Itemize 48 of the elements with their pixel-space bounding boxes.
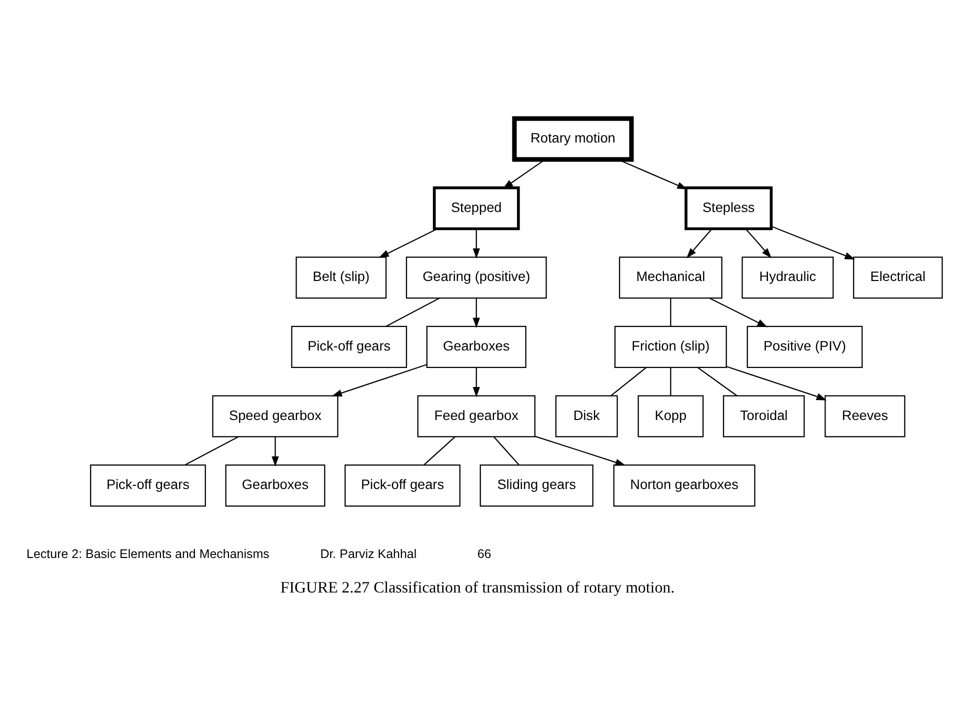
- node-box: Disk: [555, 395, 618, 438]
- connector: [610, 367, 647, 396]
- node-box: Positive (PIV): [746, 326, 863, 368]
- node-box: Electrical: [853, 256, 943, 299]
- node-box: Norton gearboxes: [613, 464, 756, 507]
- node-box: Gearing (positive): [406, 256, 547, 299]
- arrow: [771, 226, 856, 260]
- arrow: [535, 436, 626, 466]
- arrow: [472, 228, 480, 259]
- node-box: Pick-off gears: [90, 464, 206, 507]
- connector: [184, 436, 239, 466]
- node-box: Stepless: [684, 186, 773, 230]
- node-box: Belt (slip): [296, 256, 387, 299]
- arrow: [709, 298, 768, 328]
- node-box: Speed gearbox: [212, 395, 338, 438]
- node-box: Kopp: [638, 395, 704, 438]
- arrow: [686, 228, 712, 258]
- node-box: Pick-off gears: [344, 464, 460, 507]
- node-box: Mechanical: [618, 256, 722, 299]
- connector: [386, 298, 440, 327]
- arrow: [472, 367, 480, 398]
- node-box: Friction (slip): [614, 326, 727, 368]
- label: Dr. Parviz Kahhal: [320, 547, 417, 562]
- arrow: [378, 228, 438, 258]
- caption: FIGURE 2.27 Classification of transmission of rotary motion.: [280, 580, 675, 597]
- arrow: [502, 159, 546, 189]
- connector: [670, 298, 672, 326]
- arrow: [726, 366, 827, 400]
- node-box: Toroidal: [722, 395, 805, 438]
- arrow: [745, 228, 772, 258]
- label: Lecture 2: Basic Elements and Mechanisms: [26, 547, 270, 562]
- node-box: Pick-off gears: [291, 326, 408, 368]
- node-box: Gearboxes: [426, 326, 526, 368]
- node-box: Hydraulic: [742, 256, 834, 299]
- connector: [697, 367, 738, 396]
- arrow: [272, 436, 279, 467]
- node-box: Reeves: [824, 395, 906, 438]
- connector: [493, 436, 520, 466]
- connector: [670, 367, 672, 396]
- node-box: Gearboxes: [225, 464, 326, 507]
- node-box: Stepped: [432, 186, 520, 230]
- node-box: Rotary motion: [512, 116, 634, 162]
- node-box: Feed gearbox: [417, 395, 536, 438]
- node-box: Sliding gears: [480, 464, 594, 507]
- label: 66: [477, 547, 492, 562]
- arrow: [472, 298, 480, 328]
- connector: [424, 436, 456, 466]
- arrow: [332, 364, 427, 396]
